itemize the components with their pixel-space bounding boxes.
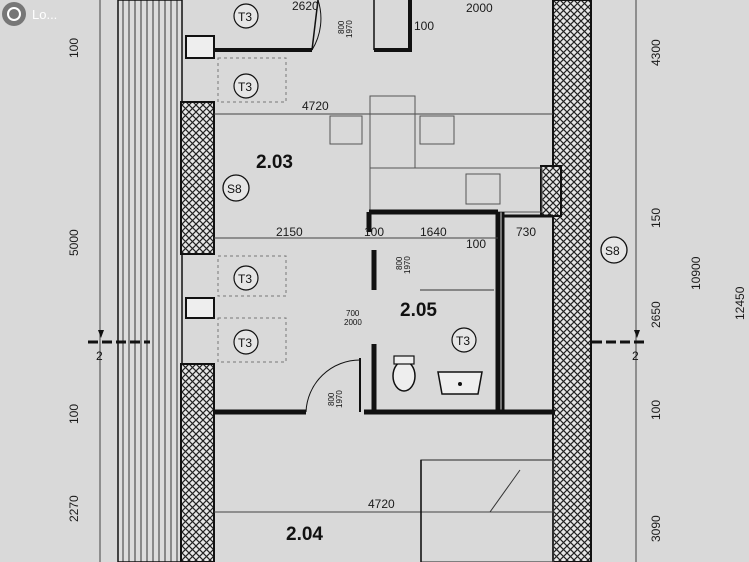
- chair-right: [419, 115, 455, 145]
- arrow-down-icon: [634, 330, 640, 338]
- tag-t3-3-label: T3: [238, 272, 252, 286]
- section-marker-right: 2: [592, 330, 648, 363]
- dim-right-12450: 12450: [733, 286, 747, 320]
- wall-right: [552, 0, 592, 562]
- wardrobe-top: [217, 57, 287, 103]
- dining-table: [369, 95, 416, 169]
- door-bath-width: 800: [327, 392, 336, 406]
- room-label-2-03: 2.03: [256, 152, 293, 173]
- dim-left-5000: 5000: [67, 229, 81, 256]
- wall-left-upper: [180, 101, 215, 255]
- door-top-height: 1970: [345, 20, 354, 38]
- toilet-tank: [393, 355, 415, 365]
- door-bath-height: 1970: [335, 390, 344, 408]
- logo-ring-icon: [7, 7, 21, 21]
- column-mid: [185, 297, 215, 319]
- tag-t3-2: T3: [233, 73, 259, 99]
- kitchen-counter: [369, 167, 543, 213]
- tag-t3-3: T3: [233, 265, 259, 291]
- dim-right-4300: 4300: [649, 39, 663, 66]
- door-swing-bath: [305, 359, 361, 413]
- dim-1640: 1640: [420, 225, 447, 239]
- toilet-icon: [392, 360, 416, 392]
- dim-100-b: 100: [466, 237, 486, 251]
- section-label-left: 2: [96, 349, 103, 363]
- bed-pillow-line: [489, 469, 521, 513]
- arrow-down-icon: [98, 330, 104, 338]
- section-marker-left: 2: [88, 330, 150, 363]
- dim-right-100: 100: [649, 400, 663, 420]
- tag-t3-1: T3: [233, 3, 259, 29]
- room-label-2-04: 2.04: [286, 524, 323, 545]
- bed-outline: [420, 459, 554, 562]
- dim-left-100-a: 100: [67, 38, 81, 58]
- tag-t3-bath-label: T3: [456, 334, 470, 348]
- balcony-strip: [117, 0, 183, 562]
- tag-t3-4: T3: [233, 329, 259, 355]
- dim-right-3090: 3090: [649, 515, 663, 542]
- dim-left-2270: 2270: [67, 495, 81, 522]
- door-leaf-top: [311, 0, 319, 51]
- dim-2620: 2620: [292, 0, 319, 13]
- dim-100-top: 100: [414, 19, 434, 33]
- tag-s8-right-label: S8: [605, 244, 620, 258]
- logo-circle-icon: [2, 2, 26, 26]
- dim-730: 730: [516, 225, 536, 239]
- logo: Lo...: [2, 2, 57, 26]
- dim-100-mid: 100: [364, 225, 384, 239]
- stove-icon: [465, 173, 501, 205]
- tag-t3-2-label: T3: [238, 80, 252, 94]
- sink-drain: [458, 382, 462, 386]
- room-label-2-05: 2.05: [400, 300, 437, 321]
- chair-left: [329, 115, 363, 145]
- window-width: 700: [346, 309, 360, 318]
- dim-4720-a: 4720: [302, 99, 329, 113]
- tag-s8-left: S8: [222, 174, 250, 202]
- tag-t3-1-label: T3: [238, 10, 252, 24]
- dim-4720-b: 4720: [368, 497, 395, 511]
- dim-2150: 2150: [276, 225, 303, 239]
- wall-left-lower: [180, 363, 215, 562]
- window-height: 2000: [344, 318, 362, 327]
- wall-right-notch: [540, 165, 562, 217]
- door-top-width: 800: [337, 20, 346, 34]
- tag-t3-bath: T3: [451, 327, 477, 353]
- door-bath-side-width: 800: [395, 256, 404, 270]
- door-bath-side-height: 1970: [403, 256, 412, 274]
- dim-right-150: 150: [649, 208, 663, 228]
- logo-text: Lo...: [32, 7, 57, 22]
- dim-right-10900: 10900: [689, 256, 703, 290]
- tag-t3-4-label: T3: [238, 336, 252, 350]
- dim-2000: 2000: [466, 1, 493, 15]
- tag-s8-left-label: S8: [227, 182, 242, 196]
- dim-left-100-b: 100: [67, 404, 81, 424]
- wardrobe-low: [217, 317, 287, 363]
- tag-s8-right: S8: [600, 236, 628, 264]
- column-top: [185, 35, 215, 59]
- dim-right-2650: 2650: [649, 301, 663, 328]
- door-swing-top: [311, 0, 322, 51]
- section-label-right: 2: [632, 349, 639, 363]
